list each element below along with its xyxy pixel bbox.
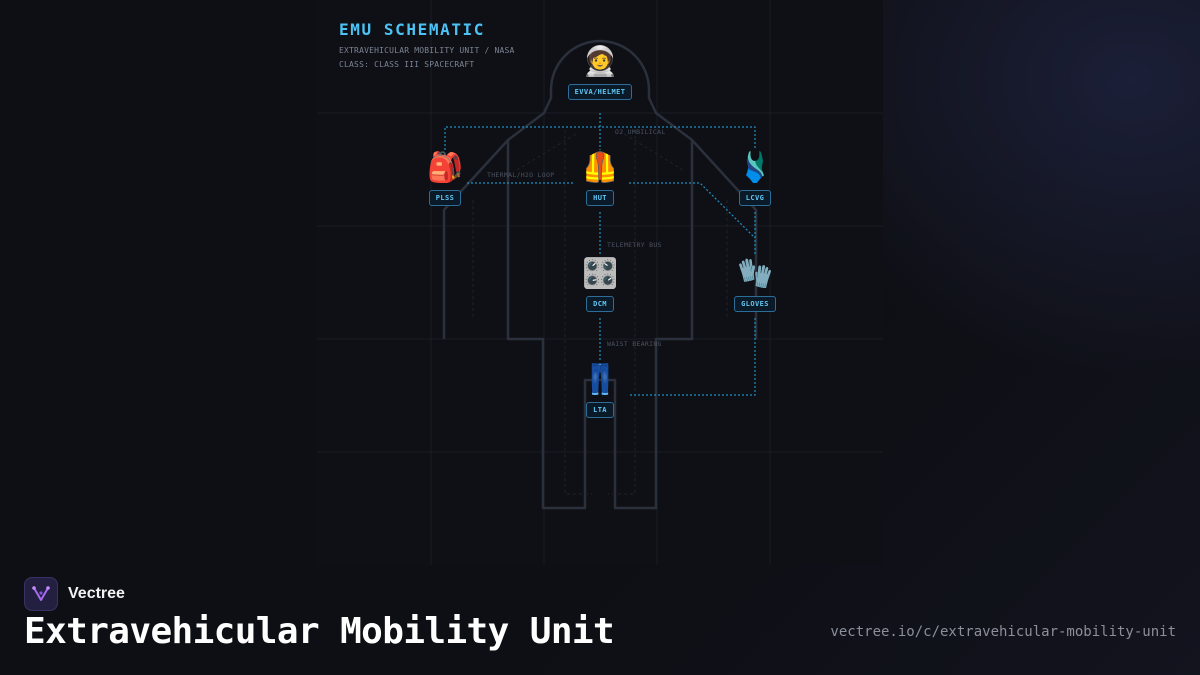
schematic-subtitle-line-2: CLASS: CLASS III SPACECRAFT	[339, 60, 475, 69]
component-label: EVVA/HELMET	[567, 84, 633, 100]
o2-umbilical-label: O2 UMBILICAL	[615, 128, 666, 136]
connector-lines	[444, 113, 756, 396]
component-label: LCVG	[738, 190, 772, 206]
component-label: DCM	[586, 296, 614, 312]
component-label: PLSS	[428, 190, 462, 206]
gloves-lta-connector	[630, 318, 756, 396]
telemetry-bus-label: TELEMETRY BUS	[607, 241, 662, 249]
jeans-icon: 👖	[581, 362, 619, 396]
page-title: Extravehicular Mobility Unit	[24, 611, 615, 652]
component-plss[interactable]: 🎒 PLSS	[405, 150, 485, 206]
gloves-icon: 🧤	[736, 256, 774, 290]
component-dcm[interactable]: 🎛️ DCM	[560, 256, 640, 312]
schematic-title: EMU SCHEMATIC	[339, 20, 486, 39]
component-label: HUT	[586, 190, 614, 206]
component-lcvg[interactable]: 🩱 LCVG	[715, 150, 795, 206]
swimsuit-icon: 🩱	[736, 150, 774, 184]
brand[interactable]: Vectree	[24, 577, 125, 611]
suit-left-arm	[442, 139, 509, 339]
waist-bearing-label: WAIST BEARING	[607, 340, 662, 348]
brand-name: Vectree	[68, 585, 125, 602]
suit-silhouette	[506, 39, 694, 510]
safety-vest-icon: 🦺	[581, 150, 619, 184]
vectree-logo-icon	[24, 577, 58, 611]
thermal-loop-label: THERMAL/H2O LOOP	[487, 171, 555, 179]
component-lta[interactable]: 👖 LTA	[560, 362, 640, 418]
schematic-subtitle-line-1: EXTRAVEHICULAR MOBILITY UNIT / NASA	[339, 46, 515, 55]
component-gloves[interactable]: 🧤 GLOVES	[715, 256, 795, 312]
component-label: GLOVES	[734, 296, 776, 312]
component-evva-helmet[interactable]: 🧑‍🚀 EVVA/HELMET	[560, 44, 640, 100]
component-hut[interactable]: 🦺 HUT	[560, 150, 640, 206]
inner-guide-lines	[472, 130, 728, 495]
astronaut-icon: 🧑‍🚀	[581, 44, 619, 78]
control-knobs-icon: 🎛️	[581, 256, 619, 290]
page-url[interactable]: vectree.io/c/extravehicular-mobility-uni…	[830, 624, 1176, 640]
backpack-icon: 🎒	[426, 150, 464, 184]
schematic-canvas	[317, 0, 883, 565]
component-label: LTA	[586, 402, 614, 418]
